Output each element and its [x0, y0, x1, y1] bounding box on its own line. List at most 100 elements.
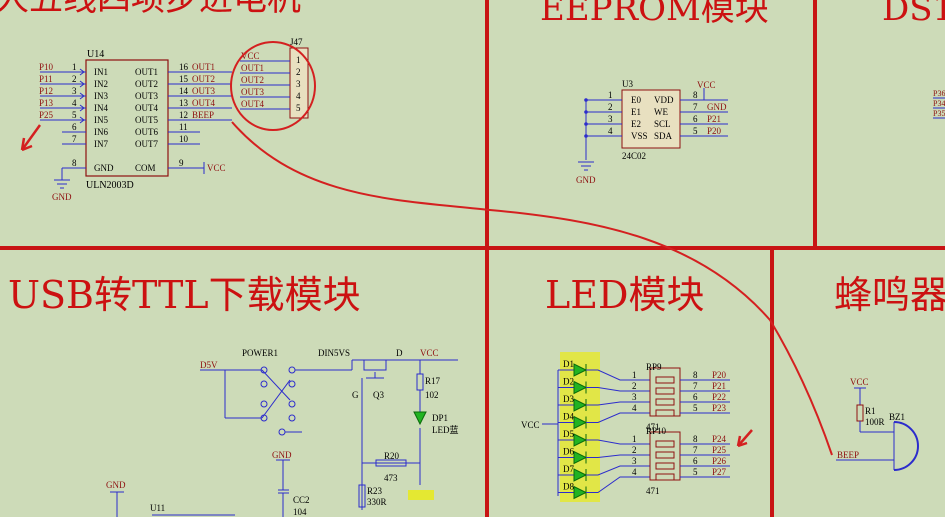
led-diode — [573, 468, 588, 482]
eeprom-in-label: E2 — [631, 119, 641, 129]
rp-left-pin-num: 3 — [632, 456, 637, 466]
eeprom-ref: U3 — [622, 79, 633, 89]
led-label: D2 — [563, 377, 574, 387]
led-label: D3 — [563, 394, 574, 404]
eeprom-left-pin-num: 4 — [608, 126, 613, 136]
uln-gnd-label: GND — [52, 192, 72, 202]
rp-left-pin-num: 2 — [632, 445, 637, 455]
title-stepper: 人五线四项步进电机 — [0, 0, 301, 19]
uln-left-net: P25 — [39, 110, 54, 120]
j47-net: OUT3 — [241, 87, 264, 97]
ds-net: P34 — [933, 99, 945, 108]
rp-right-pin-num: 6 — [693, 392, 698, 402]
rp9-ref: RP9 — [646, 362, 662, 372]
rp-right-pin-num: 5 — [693, 403, 698, 413]
led-wire-out — [586, 439, 650, 445]
usb-cc2: CC2 — [293, 495, 310, 505]
uln-right-pin-num: 9 — [179, 158, 184, 168]
uln-left-net: P10 — [39, 62, 54, 72]
uln-out-label: OUT1 — [135, 67, 158, 77]
usb-dp1-val: LED蓝 — [432, 424, 459, 435]
j47-net: VCC — [241, 51, 260, 61]
uln-left-pin-num: 3 — [72, 86, 77, 96]
rp-left-pin-num: 1 — [632, 370, 637, 380]
rp-element — [655, 387, 675, 395]
uln-right-net: OUT4 — [192, 98, 215, 108]
uln-in-label: IN1 — [94, 67, 108, 77]
led-wire-out — [586, 401, 650, 406]
eeprom-right-net: GND — [707, 102, 727, 112]
eeprom-gnd-label: GND — [576, 175, 596, 185]
rp-net: P23 — [712, 403, 727, 413]
usb-gnd-left: GND — [106, 480, 126, 490]
r1-val: 100R — [865, 417, 885, 427]
rp9-val: 471 — [646, 422, 660, 432]
usb-r23-val: 330R — [367, 497, 387, 507]
uln-gnd-symbol — [54, 168, 70, 189]
uln-right-pin-num: 13 — [179, 98, 189, 108]
eeprom-out-label: SCL — [654, 119, 671, 129]
annotation-circle-j47 — [230, 41, 316, 131]
buzzer-symbol — [893, 421, 919, 471]
led-label: D5 — [563, 429, 574, 439]
uln-input-arrow — [79, 92, 85, 100]
usb-d: D — [396, 348, 403, 358]
uln-left-pin-num: 7 — [72, 134, 77, 144]
eeprom-right-pin-num: 8 — [693, 90, 698, 100]
rp-element — [655, 376, 675, 384]
uln-right-pin-num: 15 — [179, 74, 189, 84]
uln-left-pin-num: 8 — [72, 158, 77, 168]
title-ds: DS1 — [882, 0, 945, 29]
uln-out-label: OUT7 — [135, 139, 158, 149]
usb-gnd-highlight — [408, 490, 434, 500]
eeprom-in-label: E0 — [631, 95, 641, 105]
led-diode — [573, 450, 588, 465]
usb-vcc: VCC — [420, 348, 439, 358]
uln-right-net: OUT1 — [192, 62, 215, 72]
led-wire-out — [586, 412, 650, 423]
usb-dp1: DP1 — [432, 413, 448, 423]
led-label: D1 — [563, 359, 574, 369]
annotation-arrow-p25-led — [736, 429, 753, 448]
j47-net: OUT2 — [241, 75, 264, 85]
title-buzzer: 蜂鸣器 — [834, 273, 945, 317]
uln-right-pin-num: 11 — [179, 122, 188, 132]
rp-right-pin-num: 7 — [693, 445, 698, 455]
j47-pin-num: 5 — [296, 103, 301, 113]
rp-element — [655, 473, 675, 481]
j47-net: OUT1 — [241, 63, 264, 73]
eeprom-out-label: WE — [654, 107, 668, 117]
usb-led-dp1 — [413, 411, 427, 426]
rp-right-pin-num: 8 — [693, 370, 698, 380]
usb-power-ref: POWER1 — [242, 348, 278, 358]
rp-element — [655, 462, 675, 470]
rp-element — [655, 451, 675, 459]
rp-net: P24 — [712, 434, 727, 444]
rp-net: P25 — [712, 445, 727, 455]
uln-in-label: IN7 — [94, 139, 108, 149]
rp-left-pin-num: 3 — [632, 392, 637, 402]
eeprom-in-label: E1 — [631, 107, 641, 117]
uln-left-pin-num: 6 — [72, 122, 77, 132]
j47-body — [289, 47, 309, 119]
annotation-wire-beep — [231, 121, 833, 456]
r1-body — [856, 404, 864, 422]
usb-u11: U11 — [150, 503, 165, 513]
uln-out-label: OUT3 — [135, 91, 158, 101]
uln-ref: U14 — [87, 49, 104, 60]
uln-out-label: OUT2 — [135, 79, 158, 89]
eeprom-left-pin-num: 1 — [608, 90, 613, 100]
uln-right-net: OUT2 — [192, 74, 215, 84]
rp-right-pin-num: 5 — [693, 467, 698, 477]
rp10-body — [649, 431, 681, 481]
usb-wiring — [110, 359, 458, 517]
rp-left-pin-num: 2 — [632, 381, 637, 391]
rp-net: P20 — [712, 370, 727, 380]
uln-right-pin-num: 10 — [179, 134, 189, 144]
